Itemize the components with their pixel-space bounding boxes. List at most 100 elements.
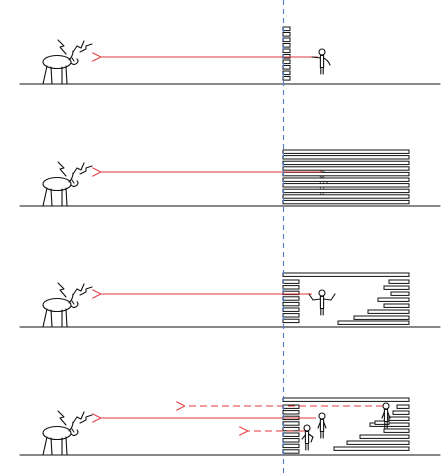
deer-leg (42, 308, 48, 328)
wall-slat (282, 397, 410, 402)
deer-leg (50, 188, 53, 207)
person-arm (308, 293, 321, 301)
deer-leg (50, 309, 53, 328)
wall-slat (282, 188, 410, 194)
wall-slat (282, 76, 291, 81)
wall-slat (282, 421, 300, 426)
deer-antler (72, 162, 85, 175)
person-head (318, 289, 326, 297)
wall-slat (282, 279, 300, 284)
wall-slat (282, 155, 410, 160)
panel-4 (19, 397, 441, 456)
deer-icon (42, 39, 93, 85)
wall-slat (383, 303, 410, 308)
person-arm (323, 57, 331, 66)
wall-slat (383, 428, 410, 433)
wall-slat (282, 160, 410, 166)
wall-slat (353, 315, 410, 320)
wall-slat (337, 320, 410, 325)
deer-antler (72, 411, 85, 424)
wall-slat (377, 297, 410, 302)
panel-3 (19, 272, 441, 328)
person-arm (323, 421, 327, 429)
deer-head (70, 301, 79, 309)
person-body (319, 54, 325, 69)
wall-slat (282, 296, 300, 301)
wall-slat (282, 166, 410, 171)
person-body (304, 430, 310, 445)
deer-antler (79, 414, 93, 424)
person-body (319, 418, 325, 433)
wall-slat (282, 199, 410, 205)
wall-slat (282, 194, 410, 199)
deer-ear (71, 57, 75, 62)
wall-slat (374, 420, 390, 425)
panel-2 (19, 149, 441, 207)
wall-slat (390, 291, 410, 296)
deer-antler (79, 286, 93, 296)
person-body (319, 295, 325, 310)
wall-slat (282, 307, 300, 312)
deer-leg (65, 187, 68, 207)
wall-stepped-multi-level (282, 397, 410, 454)
wall-slat (282, 59, 291, 65)
person-arm (387, 411, 391, 419)
wall-slat (282, 272, 410, 277)
wall-slat (282, 432, 300, 437)
wall-slat (282, 183, 410, 188)
wall-slat (282, 301, 300, 307)
deer-icon (42, 410, 93, 456)
deer-antler (57, 39, 67, 55)
deer-ear (71, 428, 75, 433)
person-figure (317, 412, 327, 439)
wall-slat (282, 449, 300, 454)
deer-ear (71, 179, 75, 184)
wall-stepped-slats (282, 272, 410, 325)
deer-leg (50, 66, 53, 85)
wall-slat (282, 426, 300, 432)
deer-ear (71, 300, 75, 305)
deer-leg (65, 308, 68, 328)
wall-slat (333, 446, 410, 451)
deer-leg (42, 436, 48, 456)
wall-slat (367, 309, 410, 314)
wall-slat (282, 313, 300, 318)
person-arm (301, 434, 306, 440)
person-figure-ground (301, 424, 314, 451)
wall-slat (282, 443, 300, 449)
person-figure (308, 289, 336, 316)
deer-antler (57, 410, 67, 426)
person-arm (317, 421, 321, 429)
deer-icon (42, 161, 93, 207)
person-arm (323, 293, 336, 301)
wall-slat (282, 149, 410, 154)
deer-body (42, 425, 72, 441)
person-figure (311, 48, 331, 75)
deer-body (42, 297, 72, 313)
wall-slat (282, 438, 300, 443)
person-head (303, 424, 311, 432)
deer-head (70, 429, 79, 437)
deer-antler (72, 283, 85, 296)
deer-antler (72, 40, 85, 53)
wall-slat (388, 279, 410, 284)
deer-antler (57, 282, 67, 298)
wall-slat (359, 434, 410, 439)
wall-slat (282, 177, 410, 182)
deer-body (42, 176, 72, 192)
deer-leg (42, 187, 48, 207)
wall-slat (282, 171, 410, 177)
wall-slat (392, 410, 410, 415)
panel-1 (19, 26, 441, 85)
deer-leg (65, 436, 68, 456)
wall-slat (282, 48, 291, 54)
person-arm (308, 433, 314, 443)
wall-slat (383, 285, 410, 290)
wall-slat (282, 410, 300, 415)
wall-slat (282, 318, 300, 324)
deer-head (70, 180, 79, 188)
wall-slat-column (282, 26, 291, 81)
deer-leg (42, 65, 48, 85)
person-head (318, 48, 326, 56)
